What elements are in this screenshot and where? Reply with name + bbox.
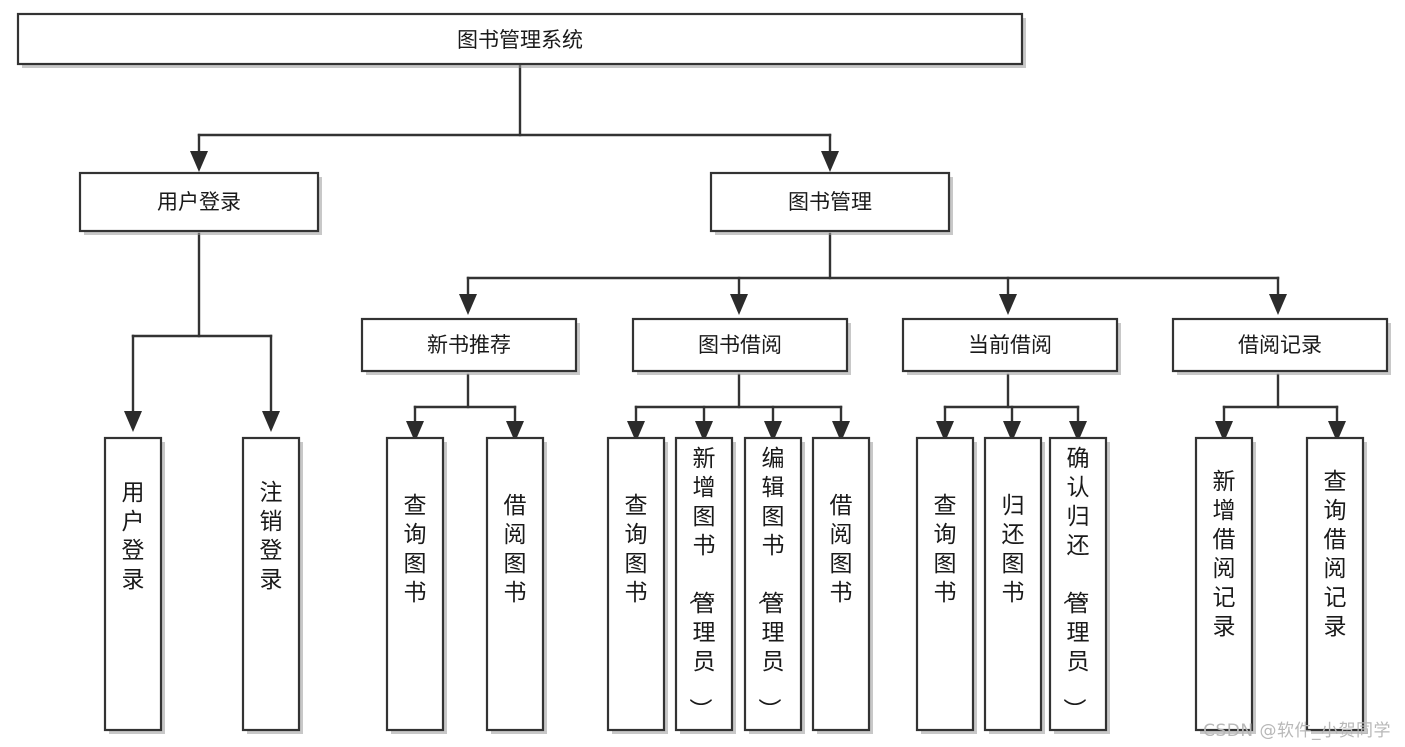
leaf-label-12: 新增借阅记录 bbox=[1213, 469, 1236, 640]
leaf-label-3: 查询图书 bbox=[404, 493, 427, 606]
leaf-label-9: 查询图书 bbox=[934, 493, 957, 606]
arrowhead-to-leaf-1 bbox=[124, 411, 142, 432]
arrowhead-to-book-mgmt bbox=[821, 151, 839, 172]
leaf-node-10[interactable]: 归还图书 bbox=[983, 436, 1045, 734]
leaf-node-11[interactable]: 确认归还（管理员） bbox=[1048, 436, 1110, 734]
leaf-node-8[interactable]: 借阅图书 bbox=[811, 436, 873, 734]
node-book-borrow[interactable]: 图书借阅 bbox=[631, 317, 851, 375]
leaf-node-5[interactable]: 查询图书 bbox=[606, 436, 668, 734]
leaf-label-1: 用户登录 bbox=[122, 480, 145, 593]
node-label-root: 图书管理系统 bbox=[457, 28, 583, 52]
leaf-label-2: 注销登录 bbox=[260, 480, 283, 593]
connector-layer bbox=[131, 64, 1339, 422]
node-new-book-recommend[interactable]: 新书推荐 bbox=[360, 317, 580, 375]
leaf-node-3[interactable]: 查询图书 bbox=[385, 436, 447, 734]
leaf-node-6[interactable]: 新增图书（管理员） bbox=[674, 436, 736, 734]
leaf-label-6: 新增图书（管理员） bbox=[687, 446, 716, 721]
node-label-new-book-recommend: 新书推荐 bbox=[427, 333, 511, 357]
leaf-label-5: 查询图书 bbox=[625, 493, 648, 606]
arrowhead-to-current bbox=[999, 294, 1017, 315]
leaf-label-13: 查询借阅记录 bbox=[1324, 469, 1347, 640]
node-label-book-borrow: 图书借阅 bbox=[698, 333, 782, 357]
leaf-label-10: 归还图书 bbox=[1002, 493, 1025, 606]
node-book-management[interactable]: 图书管理 bbox=[709, 171, 953, 235]
node-borrow-record[interactable]: 借阅记录 bbox=[1171, 317, 1391, 375]
node-root-system[interactable]: 图书管理系统 bbox=[16, 12, 1026, 68]
leaf-node-4[interactable]: 借阅图书 bbox=[485, 436, 547, 734]
leaf-node-7[interactable]: 编辑图书（管理员） bbox=[743, 436, 805, 734]
arrowhead-to-user-login bbox=[190, 151, 208, 172]
node-label-user-login: 用户登录 bbox=[157, 190, 241, 214]
leaf-node-13[interactable]: 查询借阅记录 bbox=[1305, 436, 1367, 734]
leaf-node-2[interactable]: 注销登录 bbox=[241, 436, 303, 734]
node-label-book-management: 图书管理 bbox=[788, 190, 872, 214]
node-current-borrow[interactable]: 当前借阅 bbox=[901, 317, 1121, 375]
leaf-node-1[interactable]: 用户登录 bbox=[103, 436, 165, 734]
leaf-node-12[interactable]: 新增借阅记录 bbox=[1194, 436, 1256, 734]
arrowhead-to-leaf-2 bbox=[262, 411, 280, 432]
leaf-label-8: 借阅图书 bbox=[830, 493, 853, 606]
node-label-borrow-record: 借阅记录 bbox=[1238, 333, 1322, 357]
leaf-label-11: 确认归还（管理员） bbox=[1061, 446, 1090, 721]
leaf-label-4: 借阅图书 bbox=[504, 493, 527, 606]
leaf-node-9[interactable]: 查询图书 bbox=[915, 436, 977, 734]
arrowhead-to-borrow bbox=[730, 294, 748, 315]
leaf-label-7: 编辑图书（管理员） bbox=[756, 446, 785, 721]
arrowhead-to-new-book bbox=[459, 294, 477, 315]
node-user-login[interactable]: 用户登录 bbox=[78, 171, 322, 235]
arrowhead-to-record bbox=[1269, 294, 1287, 315]
node-label-current-borrow: 当前借阅 bbox=[968, 333, 1052, 357]
